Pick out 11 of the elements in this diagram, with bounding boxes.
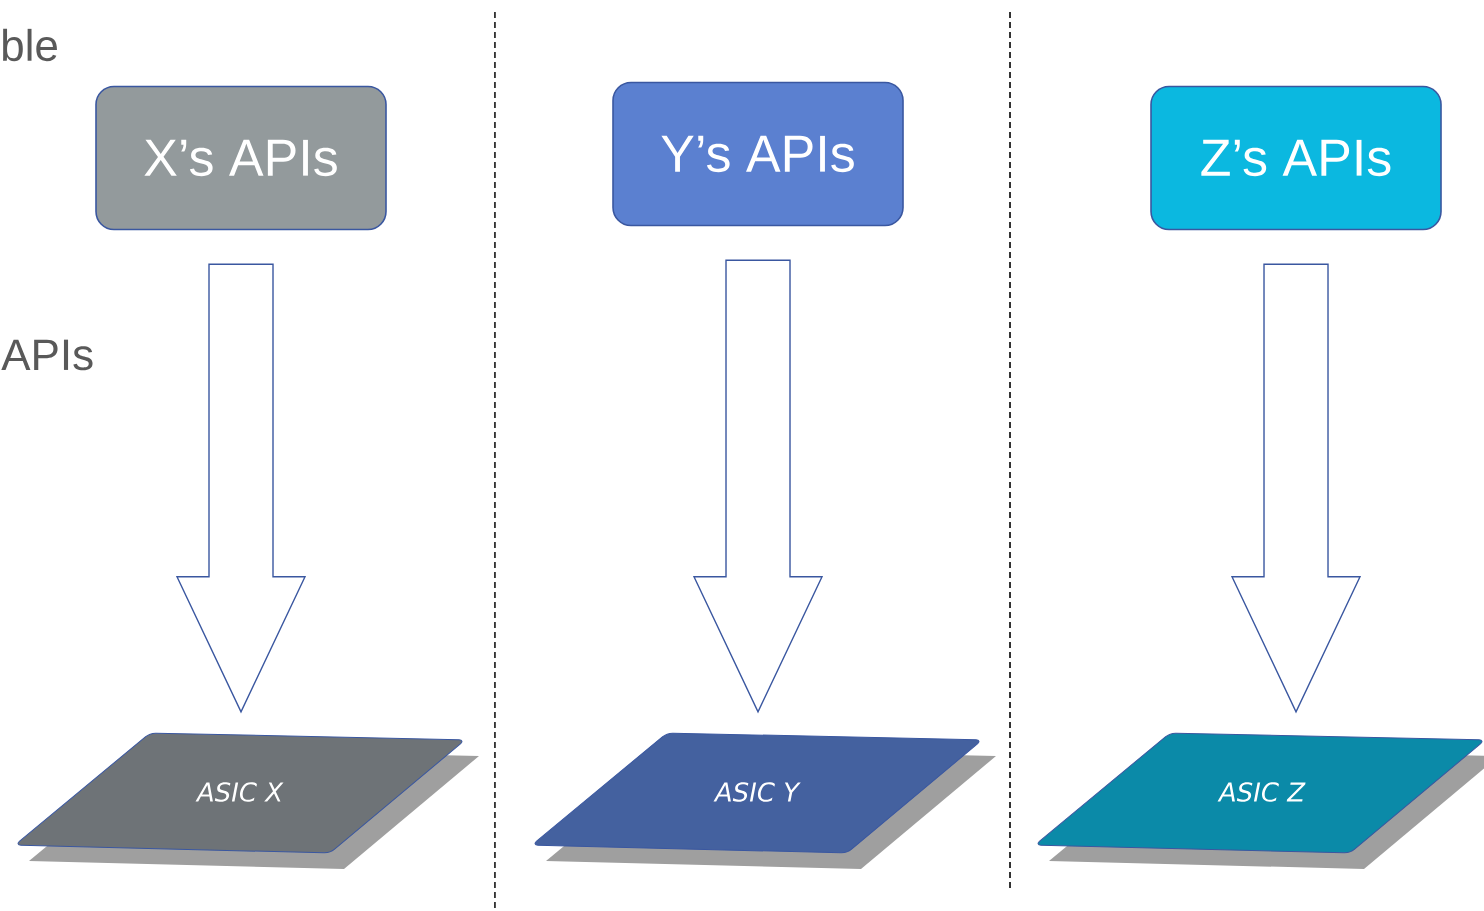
side-label: ble <box>3 28 57 62</box>
block-arrow <box>692 259 824 714</box>
side-label: APIs <box>1 339 93 371</box>
block-arrow <box>175 263 307 714</box>
api-box: Y’s APIs <box>612 81 904 227</box>
chip-drawing: ASIC Z <box>1037 732 1484 869</box>
api-box: X’s APIs <box>95 85 387 231</box>
block-arrow <box>1230 263 1362 714</box>
chip-drawing: ASIC Y <box>534 732 996 869</box>
chip-drawing: ASIC X <box>17 732 479 869</box>
api-box: Z’s APIs <box>1150 85 1442 231</box>
